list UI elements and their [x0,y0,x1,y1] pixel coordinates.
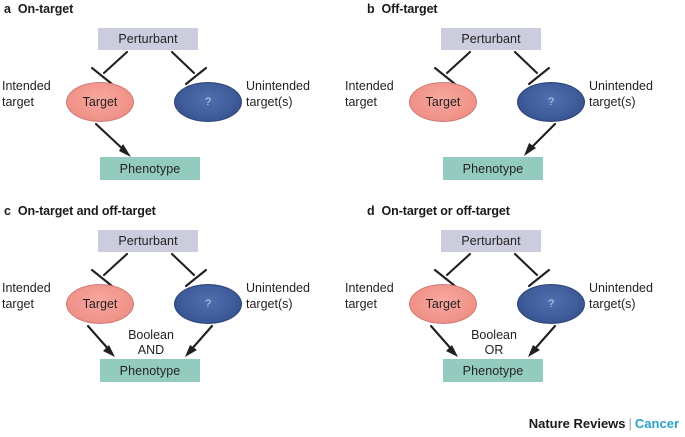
panel-b-title: Off-target [381,2,438,16]
inhibition-perturbant-to-unknown-c [170,252,208,288]
panel-b: b Off-target Perturbant Target ? Phenotyp… [343,0,685,200]
label-unintended-target-a: Unintended target(s) [246,78,310,110]
journal-separator: | [628,416,632,431]
label-unintended-line2: target(s) [589,95,636,109]
label-unintended-line1: Unintended [589,79,653,93]
label-intended-target-d: Intended target [345,280,394,312]
inhibition-perturbant-to-target-c [90,252,129,288]
panel-a: a On-target Perturbant Target ? Phenotype [0,0,342,200]
label-intended-target-c: Intended target [2,280,51,312]
node-phenotype-b: Phenotype [443,157,543,180]
journal-credit: Nature Reviews|Cancer [529,416,679,431]
boolean-label-line2: AND [137,343,165,357]
inhibition-perturbant-to-unknown-d [513,252,551,288]
node-perturbant-d: Perturbant [441,230,541,252]
inhibition-perturbant-to-target-d [433,252,472,288]
label-unintended-line2: target(s) [589,297,636,311]
label-intended-target-b: Intended target [345,78,394,110]
inhibition-perturbant-to-unknown-b [513,50,551,86]
node-perturbant-c: Perturbant [98,230,198,252]
panel-c: c On-target and off-target Perturbant Tar… [0,202,342,402]
node-target-c: Target [66,284,134,324]
label-intended-line2: target [345,297,377,311]
label-unintended-line2: target(s) [246,95,293,109]
panel-d-letter: d [367,204,375,218]
label-intended-line1: Intended [345,79,394,93]
label-intended-line1: Intended [2,79,51,93]
label-intended-line2: target [2,95,34,109]
inhibition-perturbant-to-unknown-a [170,50,208,86]
boolean-label-line1: Boolean [128,328,174,342]
node-target-d: Target [409,284,477,324]
label-unintended-target-b: Unintended target(s) [589,78,653,110]
panel-a-letter: a [4,2,11,16]
label-intended-line1: Intended [345,281,394,295]
panel-c-letter: c [4,204,11,218]
inhibition-perturbant-to-target-a [90,50,129,86]
label-intended-line1: Intended [2,281,51,295]
journal-name: Cancer [634,416,679,431]
node-unintended-target-c: ? [174,284,242,324]
node-phenotype-a: Phenotype [100,157,200,180]
label-intended-target-a: Intended target [2,78,51,110]
boolean-label-line2: OR [484,343,504,357]
node-unintended-target-b: ? [517,82,585,122]
panel-b-letter: b [367,2,375,16]
node-target-b: Target [409,82,477,122]
boolean-label-c: Boolean AND [108,328,194,358]
panel-d-heading: d On-target or off-target [367,204,510,218]
label-unintended-line1: Unintended [246,79,310,93]
node-target-a: Target [66,82,134,122]
boolean-label-d: Boolean OR [451,328,537,358]
node-unintended-target-d: ? [517,284,585,324]
label-intended-line2: target [2,297,34,311]
node-perturbant-a: Perturbant [98,28,198,50]
label-unintended-target-c: Unintended target(s) [246,280,310,312]
arrow-target-to-phenotype-a [94,122,131,157]
label-unintended-line1: Unintended [589,281,653,295]
arrow-unknown-to-phenotype-b [524,122,557,156]
label-unintended-target-d: Unintended target(s) [589,280,653,312]
panel-a-heading: a On-target [4,2,73,16]
label-unintended-line1: Unintended [246,281,310,295]
inhibition-perturbant-to-target-b [433,50,472,86]
panel-d-title: On-target or off-target [381,204,510,218]
panel-b-heading: b Off-target [367,2,438,16]
panel-a-title: On-target [17,2,74,16]
panel-d: d On-target or off-target Perturbant Targ… [343,202,685,402]
node-phenotype-c: Phenotype [100,359,200,382]
node-phenotype-d: Phenotype [443,359,543,382]
panel-c-title: On-target and off-target [17,204,156,218]
node-unintended-target-a: ? [174,82,242,122]
label-intended-line2: target [345,95,377,109]
node-perturbant-b: Perturbant [441,28,541,50]
boolean-label-line1: Boolean [471,328,517,342]
panel-c-heading: c On-target and off-target [4,204,156,218]
label-unintended-line2: target(s) [246,297,293,311]
journal-publisher: Nature Reviews [528,416,626,431]
